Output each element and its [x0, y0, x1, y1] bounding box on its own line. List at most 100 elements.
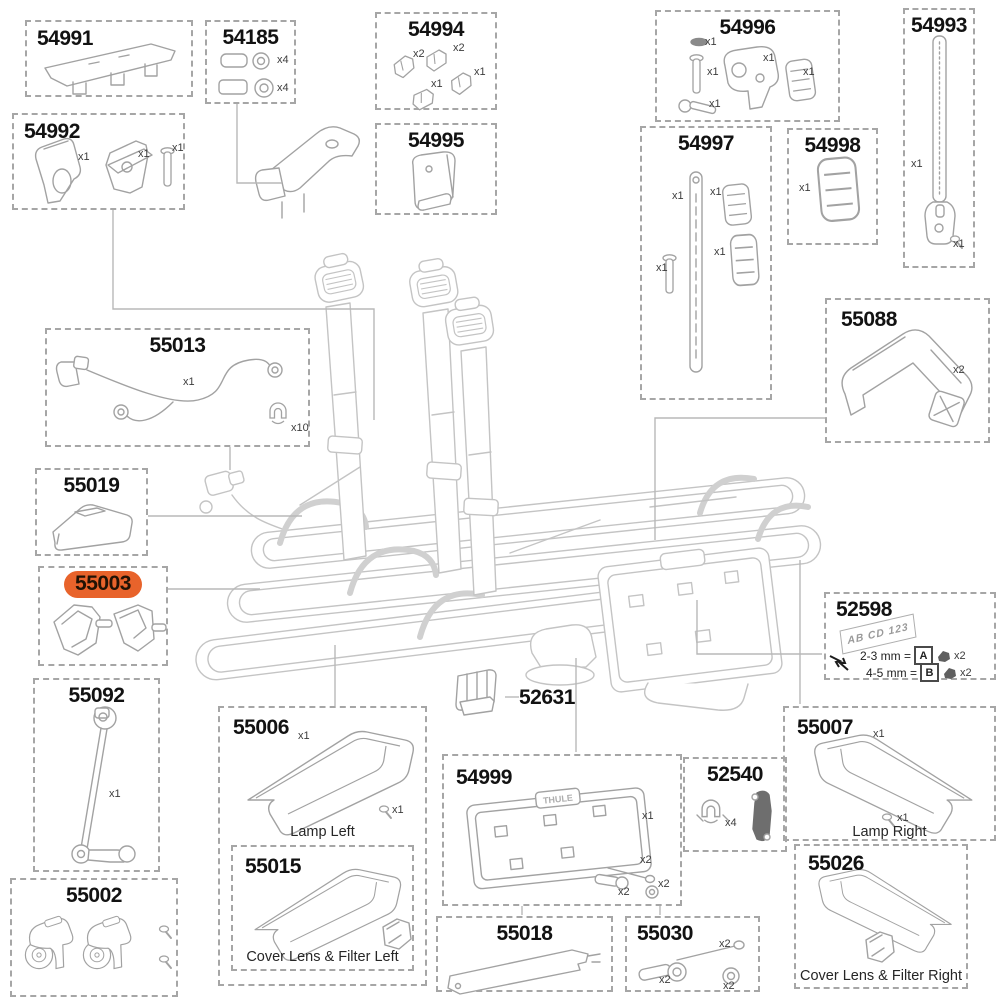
- caption-cover-right: Cover Lens & Filter Right: [800, 968, 962, 984]
- qty-label: x1: [707, 66, 719, 78]
- part-box-54998[interactable]: 54998 x1: [787, 128, 878, 245]
- part-box-55013[interactable]: 55013 x1 x10: [45, 328, 310, 447]
- part-number: 55092: [68, 684, 125, 707]
- grille-part-drawing: [815, 155, 862, 223]
- qty-label: x1: [873, 728, 885, 740]
- qty-label: x2: [413, 48, 425, 60]
- stabilizer-rod-drawing: [71, 706, 136, 864]
- bracket-52631-drawing: [455, 669, 497, 716]
- part-number: 55007: [797, 716, 853, 739]
- part-number: 55018: [496, 922, 553, 945]
- qty-label: x1: [656, 262, 668, 274]
- part-number: 55088: [841, 308, 897, 331]
- part-number: 55002: [66, 884, 122, 907]
- qty-label: x1: [392, 804, 404, 816]
- part-box-54995[interactable]: 54995: [375, 123, 497, 215]
- qty-label: x4: [277, 82, 289, 94]
- part-box-55002[interactable]: 55002: [10, 878, 178, 997]
- plate-logo-text: THULE: [542, 793, 573, 806]
- qty-label: x4: [277, 54, 289, 66]
- thickness-row-a: 2-3 mm = A x2: [860, 646, 966, 665]
- part-number: 54993: [911, 14, 967, 37]
- qty-label: x10: [291, 422, 309, 434]
- part-number: 52540: [707, 763, 763, 786]
- caption-lamp-left: Lamp Left: [290, 824, 355, 840]
- qty-label: x1: [78, 151, 90, 163]
- plate-text: AB CD 123: [846, 620, 910, 648]
- license-plate-panel: [597, 547, 783, 693]
- qty-label: x1: [953, 238, 965, 250]
- highlight-pill: 55003: [64, 571, 142, 598]
- qty-label: x1: [138, 148, 150, 160]
- clip-b-icon: [944, 668, 957, 679]
- plate-holder-drawing: THULE: [466, 787, 659, 899]
- bracket-parts-drawing: [53, 604, 167, 656]
- part-box-54994[interactable]: 54994 x2 x2 x1 x1: [375, 12, 497, 112]
- part-box-54992[interactable]: 54992 x1 x1 x1: [12, 113, 185, 210]
- part-number: 52598: [836, 598, 892, 621]
- part-box-55026[interactable]: 55026 Cover Lens & Filter Right: [794, 844, 968, 989]
- part-box-54999[interactable]: 54999 THULE x1 x2 x2 x2: [442, 754, 682, 906]
- part-number: 55013: [149, 334, 206, 357]
- range-label: 4-5 mm =: [866, 665, 918, 680]
- clip-strap-drawing: [696, 790, 772, 842]
- bike-rack-drawing: [195, 249, 822, 711]
- rail-part-drawing: [44, 43, 176, 95]
- cover-lens-left-drawing: [254, 868, 412, 961]
- thickness-row-b: 4-5 mm = B x2: [866, 663, 972, 682]
- ratchet-strap-drawing: [924, 35, 963, 249]
- lever-parts-drawing: [218, 52, 274, 98]
- part-box-52598[interactable]: 52598 AB CD 123 2-3 mm = A x2 4-5 mm = B…: [824, 592, 996, 682]
- part-number: 54992: [24, 120, 80, 143]
- part-number: 55026: [808, 852, 864, 875]
- qty-label: x2: [719, 938, 731, 950]
- part-box-55015[interactable]: 55015 Cover Lens & Filter Left: [231, 845, 414, 971]
- part-box-54185[interactable]: 54185 x4 x4: [205, 20, 296, 104]
- part-number: 55006: [233, 716, 289, 739]
- qty-label: x1: [709, 98, 721, 110]
- qty-label: x1: [710, 186, 722, 198]
- part-box-52540[interactable]: 52540 x4: [683, 757, 787, 852]
- wedge-part-drawing: [52, 504, 133, 551]
- support-arm-drawing: [841, 329, 973, 428]
- qty-label: x2: [640, 854, 652, 866]
- part-box-55003[interactable]: 55003: [38, 566, 168, 666]
- qty-label: x2: [659, 974, 671, 986]
- part-number-highlighted: 55003: [40, 571, 166, 598]
- clip-a-icon: [938, 651, 951, 662]
- qty-label: x2: [954, 649, 966, 662]
- part-box-54991[interactable]: 54991: [25, 20, 193, 97]
- part-box-55092[interactable]: 55092 x1: [33, 678, 160, 872]
- qty-label: x1: [803, 66, 815, 78]
- qty-label: x2: [618, 886, 630, 898]
- qty-label: x1: [474, 66, 486, 78]
- qty-label: x1: [672, 190, 684, 202]
- part-box-54997[interactable]: 54997 x1 x1 x1 x1: [640, 126, 772, 400]
- qty-label: x1: [298, 730, 310, 742]
- part-box-55006[interactable]: 55006 x1 x1 Lamp Left: [218, 706, 427, 986]
- range-label: 2-3 mm =: [860, 648, 912, 663]
- part-box-55030[interactable]: 55030 x2 x2 x2: [625, 916, 760, 992]
- qty-label: x1: [172, 142, 184, 154]
- part-box-54996[interactable]: 54996 x1 x1 x1 x1 x1: [655, 10, 840, 122]
- part-box-55019[interactable]: 55019: [35, 468, 148, 556]
- part-box-54993[interactable]: 54993 x1 x1: [903, 8, 975, 268]
- qty-label: x1: [763, 52, 775, 64]
- letter-badge: B: [920, 663, 940, 682]
- part-box-55088[interactable]: 55088 x2: [825, 298, 990, 443]
- qty-label: x1: [911, 158, 923, 170]
- part-box-55007[interactable]: 55007 x1 x1 Lamp Right: [783, 706, 996, 841]
- part-number: 54997: [678, 132, 734, 155]
- qty-label: x2: [960, 666, 972, 679]
- part-box-55018[interactable]: 55018: [436, 916, 613, 995]
- qty-label: x1: [705, 36, 717, 48]
- rack-base: [299, 466, 749, 711]
- part-number: 54996: [719, 16, 776, 39]
- qty-label: x1: [183, 376, 195, 388]
- part-number: 54185: [222, 26, 279, 49]
- qty-label: x2: [723, 980, 735, 992]
- caption-lamp-right: Lamp Right: [852, 824, 927, 840]
- wiring-harness-drawing: [55, 355, 287, 425]
- part-number: 54991: [37, 27, 93, 50]
- part-number: 54994: [408, 18, 464, 41]
